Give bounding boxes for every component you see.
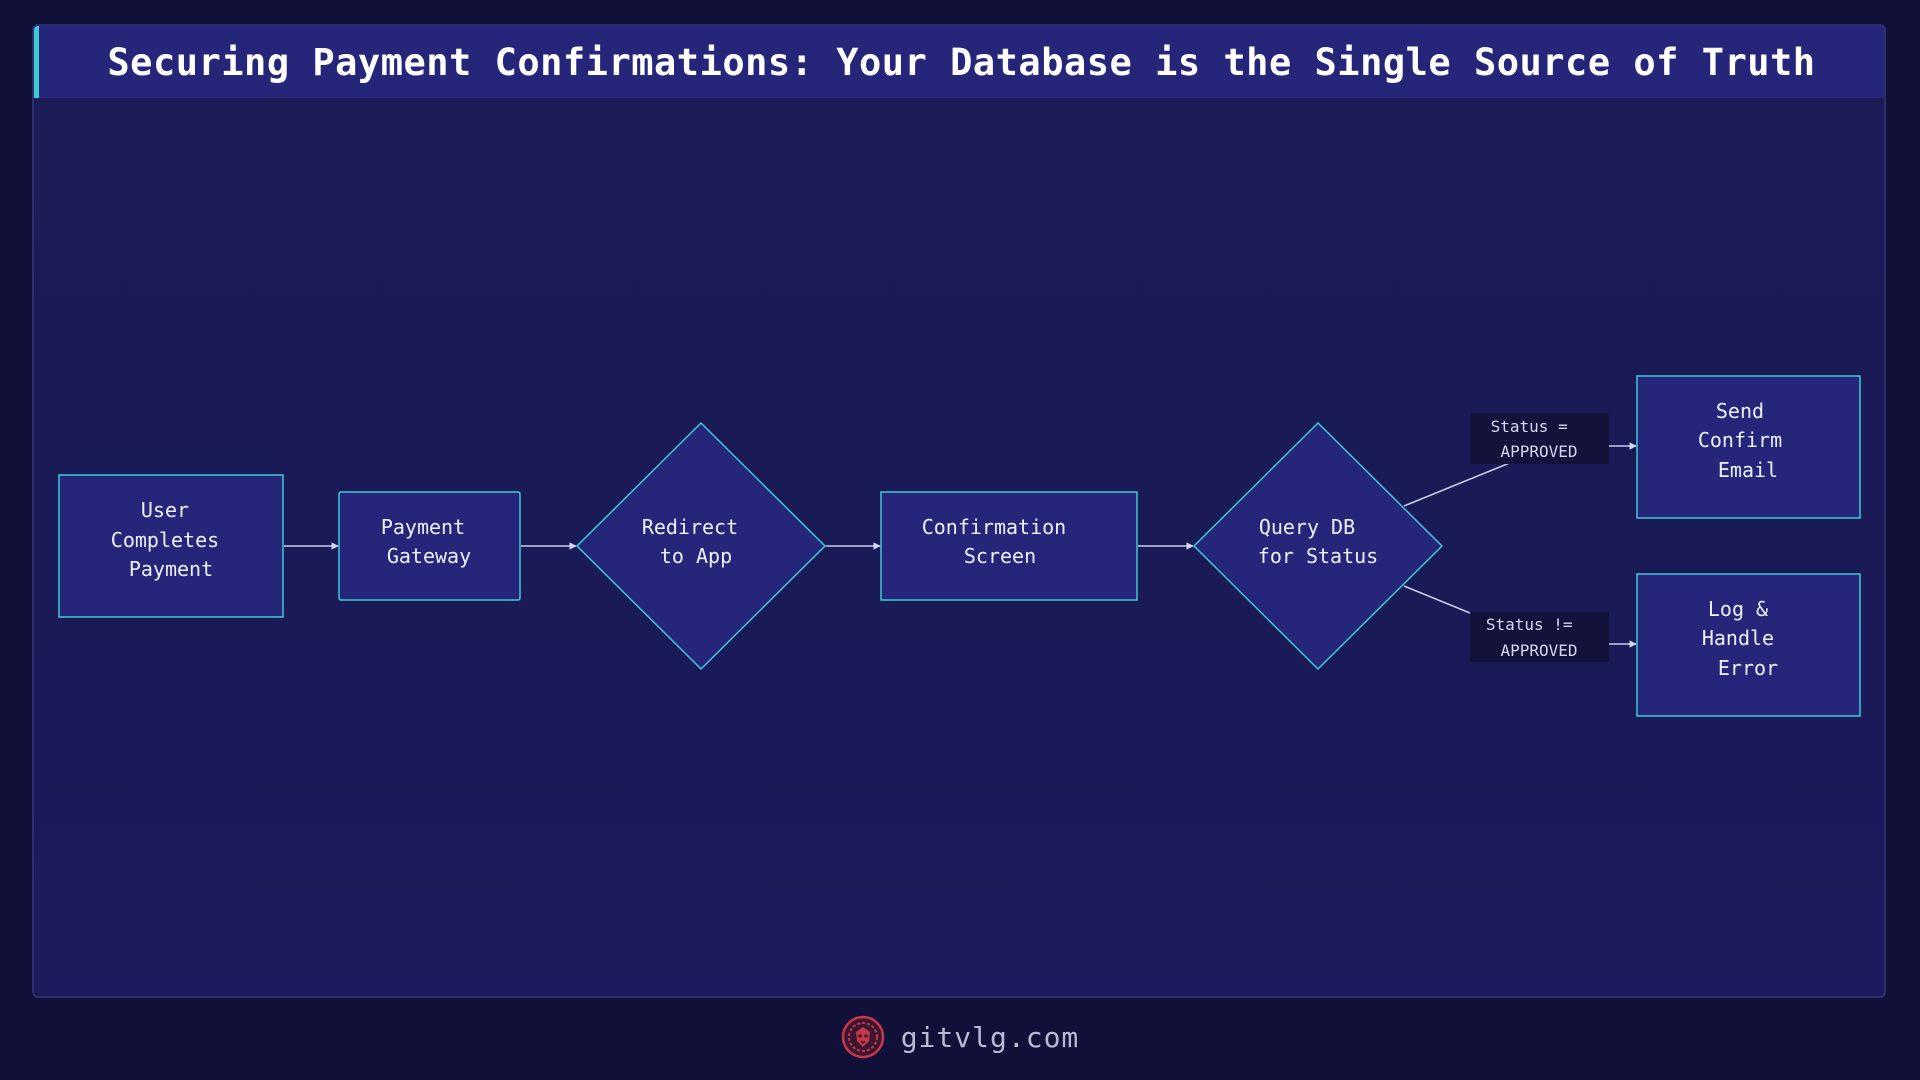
edge-label-line: Status !=	[1486, 615, 1573, 634]
edge-label-status-approved: Status = APPROVED	[1470, 413, 1609, 464]
node-label-line: Handle	[1702, 626, 1774, 650]
edge-query-to-approved-label	[1403, 461, 1513, 507]
svg-text:Status = APPROVED: Status = APPROVED	[1491, 417, 1578, 461]
node-redirect-to-app: Redirect to App	[575, 421, 827, 671]
node-label-line: Confirmation	[922, 515, 1067, 539]
node-label-line: Confirm	[1698, 428, 1782, 452]
edge-label-line: APPROVED	[1500, 641, 1577, 660]
page-title: Securing Payment Confirmations: Your Dat…	[107, 40, 1816, 84]
edges	[284, 442, 1637, 648]
node-label-line: to App	[660, 544, 732, 568]
svg-text:Log & Handle Error: Log & Handle Error	[1702, 597, 1786, 680]
node-label-line: for Status	[1258, 544, 1378, 568]
footer: gitvlg.com	[0, 1012, 1920, 1062]
node-label-line: Query DB	[1259, 515, 1355, 539]
node-label-line: User	[141, 498, 189, 522]
edge-label-line: APPROVED	[1500, 442, 1577, 461]
node-confirmation-screen: Confirmation Screen	[880, 491, 1138, 601]
node-send-confirm-email: Send Confirm Email	[1636, 375, 1861, 519]
node-label-line: Screen	[964, 544, 1036, 568]
svg-text:Payment Gateway: Payment Gateway	[381, 515, 477, 568]
svg-text:Query DB for Status: Query DB for Status	[1258, 515, 1378, 568]
node-label-line: Error	[1718, 656, 1778, 680]
svg-text:Send Confirm Email: Send Confirm Email	[1698, 399, 1794, 482]
footer-site-link[interactable]: gitvlg.com	[900, 1020, 1080, 1054]
node-label-line: Gateway	[387, 544, 471, 568]
edge-label-status-not-approved: Status != APPROVED	[1470, 612, 1609, 662]
svg-text:Redirect to App: Redirect to App	[642, 515, 750, 568]
edge-query-to-not-approved-label	[1403, 585, 1471, 614]
node-label-line: Send	[1716, 399, 1764, 423]
node-query-db-for-status: Query DB for Status	[1192, 421, 1444, 671]
node-label-line: Redirect	[642, 515, 738, 539]
node-label-line: Payment	[129, 557, 213, 581]
node-label-line: Log &	[1708, 597, 1768, 621]
svg-text:Confirmation Screen: Confirmation Screen	[922, 515, 1079, 568]
title-bar: Securing Payment Confirmations: Your Dat…	[34, 26, 1884, 98]
svg-text:Status != APPROVED: Status != APPROVED	[1486, 615, 1582, 660]
node-payment-gateway: Payment Gateway	[338, 491, 521, 601]
node-log-handle-error: Log & Handle Error	[1636, 573, 1861, 717]
node-label-line: Completes	[111, 528, 219, 552]
svg-text:User Completes Pay: User Completes Payment	[111, 498, 231, 581]
lion-head-icon	[841, 1015, 884, 1059]
node-label-line: Email	[1718, 458, 1778, 482]
node-user-completes-payment: User Completes Payment	[58, 474, 284, 618]
edge-label-line: Status =	[1491, 417, 1568, 436]
node-label-line: Payment	[381, 515, 465, 539]
